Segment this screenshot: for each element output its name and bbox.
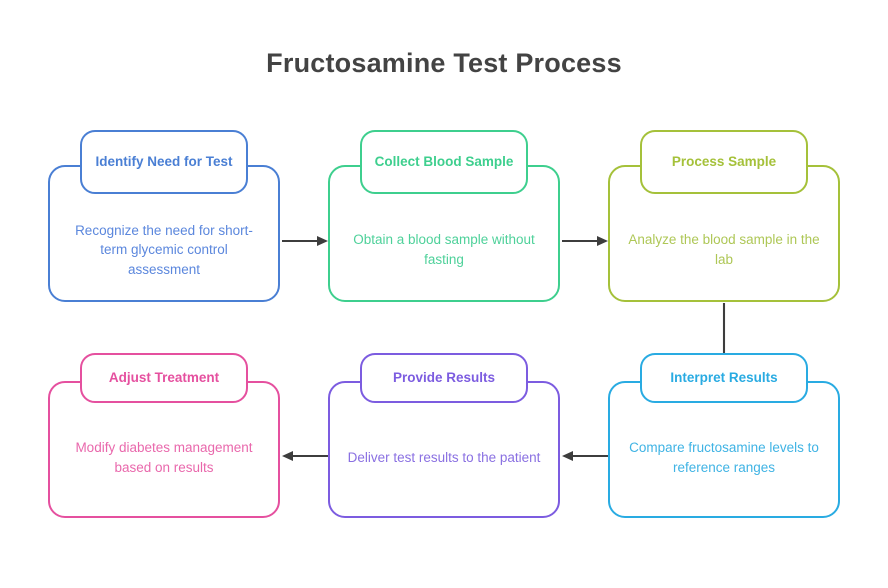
node-body-collect-blood-sample: Obtain a blood sample without fasting — [353, 232, 535, 267]
node-body-process-sample: Analyze the blood sample in the lab — [628, 232, 820, 267]
node-header-interpret-results[interactable]: Interpret Results — [640, 353, 808, 403]
node-header-process-sample[interactable]: Process Sample — [640, 130, 808, 194]
node-header-identify-need-for-test[interactable]: Identify Need for Test — [80, 130, 248, 194]
node-provide-results[interactable] — [328, 381, 560, 518]
node-interpret-results[interactable] — [608, 381, 840, 518]
node-header-provide-results[interactable]: Provide Results — [360, 353, 528, 403]
node-body-adjust-treatment: Modify diabetes management based on resu… — [75, 440, 253, 475]
node-header-collect-blood-sample[interactable]: Collect Blood Sample — [360, 130, 528, 194]
connector-identify-to-collect — [282, 234, 328, 248]
node-body-interpret-results: Compare fructosamine levels to reference… — [629, 440, 819, 475]
page-title: Fructosamine Test Process — [266, 48, 622, 78]
node-header-adjust-treatment[interactable]: Adjust Treatment — [80, 353, 248, 403]
node-body-provide-results: Deliver test results to the patient — [347, 450, 541, 466]
connector-provide-to-adjust — [282, 449, 328, 463]
node-body-identify-need-for-test: Recognize the need for short-term glycem… — [75, 222, 253, 277]
connector-interpret-to-provide — [562, 449, 608, 463]
connector-collect-to-process — [562, 234, 608, 248]
